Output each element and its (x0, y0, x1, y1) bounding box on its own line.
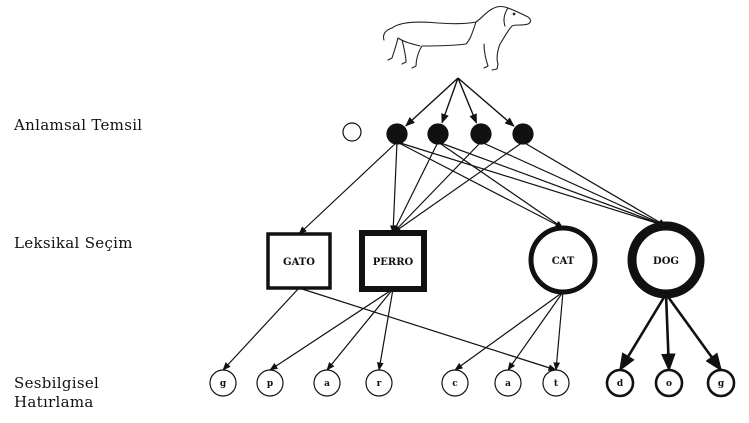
phoneme-node-t: t (542, 369, 570, 397)
edge-picture-to-semantic-4 (457, 77, 515, 127)
phoneme-node-r-shape (365, 369, 393, 397)
edge-perro-to-phoneme-r (376, 288, 394, 371)
phoneme-node-p-label: p (267, 379, 273, 389)
edge-semantic-to-gato-0 (298, 141, 398, 235)
level-label-phonological-line2: Hatırlama (14, 393, 94, 411)
dog-icon (382, 6, 531, 71)
lexical-node-dog-label: DOG (653, 256, 679, 267)
phoneme-node-c-label: c (452, 379, 458, 389)
edge-perro-to-phoneme-p (269, 288, 394, 371)
edge-semantic-to-perro-4 (392, 141, 439, 234)
phoneme-node-g1-label: g (220, 379, 227, 389)
level-label-phonological-line1: Sesbilgisel (14, 374, 100, 392)
phoneme-node-o: o (654, 368, 684, 398)
phoneme-node-a2: a (494, 369, 522, 397)
edge-perro-to-phoneme-a1 (326, 288, 394, 371)
phoneme-node-o-label: o (666, 379, 672, 389)
lexical-node-perro: PERRO (359, 230, 427, 292)
lexical-node-cat-label: CAT (552, 256, 575, 267)
lexical-node-cat-shape (528, 225, 598, 295)
semantic-node-empty (342, 122, 362, 142)
edge-cat-to-phoneme-t (553, 291, 564, 371)
lexical-node-perro-label: PERRO (373, 257, 414, 268)
phoneme-node-g2: g (706, 368, 736, 398)
phoneme-node-a2-label: a (505, 379, 511, 389)
edge-picture-to-semantic-2 (441, 77, 459, 124)
phoneme-node-g2-label: g (718, 379, 725, 389)
edge-semantic-to-dog-10 (522, 141, 667, 227)
level-label-semantic: Anlamsal Temsil (14, 116, 143, 134)
semantic-node-filled-2 (427, 123, 449, 145)
edge-semantic-to-perro-9 (392, 141, 524, 234)
edge-semantic-to-perro-7 (392, 141, 482, 234)
phoneme-node-o-shape (654, 368, 684, 398)
semantic-node-filled-1 (386, 123, 408, 145)
edges-layer (222, 77, 723, 372)
edge-gato-to-phoneme-t (298, 287, 557, 371)
phoneme-node-a2-shape (494, 369, 522, 397)
phoneme-node-t-label: t (554, 379, 559, 389)
phoneme-node-r: r (365, 369, 393, 397)
phoneme-node-c-shape (441, 369, 469, 397)
lexical-node-gato: GATO (266, 232, 332, 290)
lexical-node-gato-label: GATO (283, 257, 315, 268)
phoneme-node-d-label: d (617, 379, 624, 389)
level-label-phonological: Sesbilgisel Hatırlama (14, 374, 99, 412)
phoneme-node-p-shape (256, 369, 284, 397)
phoneme-node-g1: g (209, 369, 237, 397)
lexical-node-cat: CAT (528, 225, 598, 295)
phoneme-node-c: c (441, 369, 469, 397)
level-label-lexical: Leksikal Seçim (14, 234, 133, 252)
edge-cat-to-phoneme-a2 (507, 291, 564, 371)
phoneme-node-r-label: r (377, 379, 382, 389)
semantic-node-filled-4 (512, 123, 534, 145)
edge-dog-to-phoneme-o (661, 293, 676, 372)
edge-dog-to-phoneme-g2 (664, 293, 723, 372)
lexical-node-perro-shape (359, 230, 427, 292)
edge-semantic-to-dog-3 (396, 141, 667, 227)
edge-gato-to-phoneme-g1 (222, 287, 300, 371)
edge-dog-to-phoneme-d (618, 293, 668, 372)
phoneme-node-g1-shape (209, 369, 237, 397)
edge-semantic-to-cat-5 (437, 141, 564, 229)
edge-semantic-to-perro-1 (389, 141, 398, 234)
semantic-node-filled-3 (470, 123, 492, 145)
nodes-layer: GATO PERRO CAT DOG g p a r c a t d o g (209, 122, 736, 398)
lexical-node-dog: DOG (627, 221, 705, 299)
edge-picture-to-semantic-1 (405, 77, 459, 127)
phoneme-node-a1: a (313, 369, 341, 397)
edge-cat-to-phoneme-c (454, 291, 564, 371)
edge-picture-to-semantic-3 (457, 77, 478, 124)
lexical-node-gato-shape (266, 232, 332, 290)
edge-semantic-to-cat-2 (396, 141, 564, 229)
edge-semantic-to-dog-8 (480, 141, 667, 227)
edge-semantic-to-dog-6 (437, 141, 667, 227)
phoneme-node-d: d (605, 368, 635, 398)
phoneme-node-t-shape (542, 369, 570, 397)
phoneme-node-a1-shape (313, 369, 341, 397)
lexical-node-dog-shape (627, 221, 705, 299)
phoneme-node-d-shape (605, 368, 635, 398)
phoneme-node-p: p (256, 369, 284, 397)
phoneme-node-g2-shape (706, 368, 736, 398)
phoneme-node-a1-label: a (324, 379, 330, 389)
